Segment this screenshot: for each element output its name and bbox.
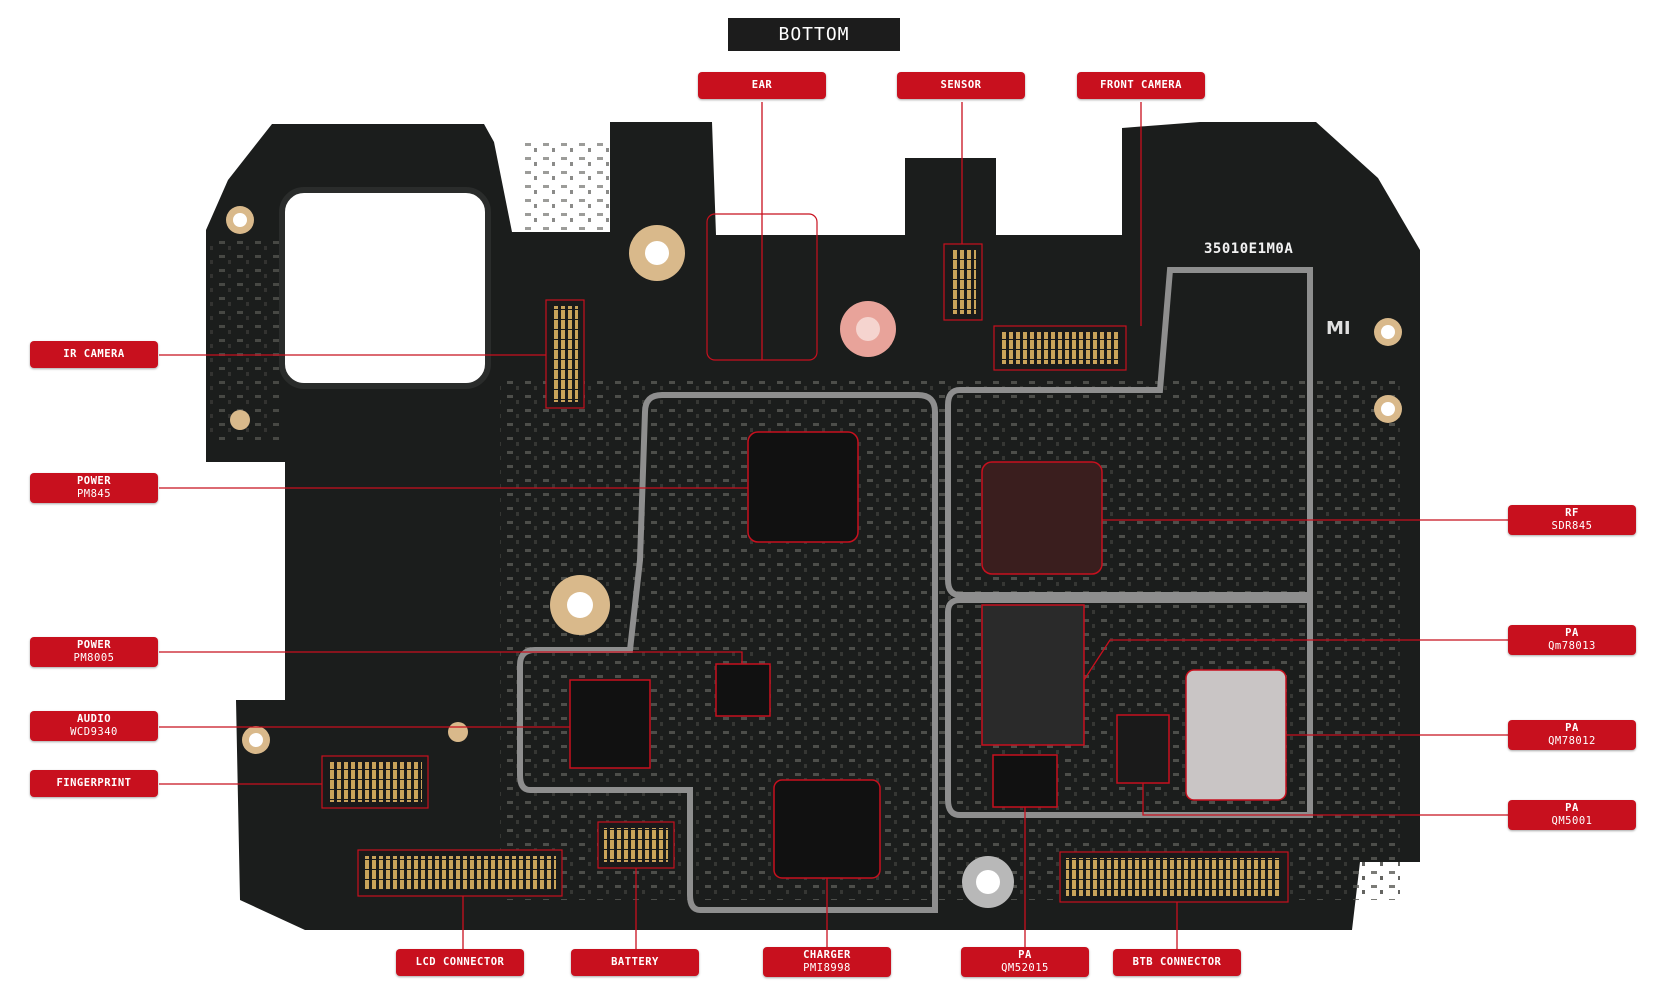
label-front-camera: FRONT CAMERA [1077,72,1205,99]
label-name: PA [1565,627,1579,639]
label-name: PA [1565,802,1579,814]
label-name: LCD CONNECTOR [415,956,505,968]
label-name: POWER [76,475,112,487]
label-name: IR CAMERA [63,348,125,360]
camera-cutout [282,190,488,386]
ic-wcd9340 [569,679,651,769]
label-pa-qm5001: PA QM5001 [1508,800,1636,830]
label-lcd-connector: LCD CONNECTOR [396,949,524,976]
shield-frame-rf [945,267,1313,598]
label-pa-qm78012: PA QM78012 [1508,720,1636,750]
label-name: SENSOR [940,79,982,91]
label-name: PA [1018,949,1032,961]
ic-pmi8998 [773,779,881,879]
label-power-pm8005: POWER PM8005 [30,637,158,667]
ic-qm78012 [1185,669,1287,801]
ic-qm52015 [992,754,1058,808]
label-part: SDR845 [1551,520,1593,532]
label-ir-camera: IR CAMERA [30,341,158,368]
label-name: BATTERY [611,956,659,968]
label-part: QM5001 [1551,815,1593,827]
label-name: FRONT CAMERA [1100,79,1182,91]
view-title: BOTTOM [728,18,900,51]
label-name: AUDIO [76,713,112,725]
label-name: CHARGER [803,949,851,961]
label-part: Qm78013 [1548,640,1596,652]
label-name: RF [1565,507,1579,519]
label-power-pm845: POWER PM845 [30,473,158,503]
ic-sdr845 [981,461,1103,575]
ic-qm5001 [1116,714,1170,784]
label-part: PMI8998 [803,962,851,974]
label-pa-qm52015: PA QM52015 [961,947,1089,977]
label-audio: AUDIO WCD9340 [30,711,158,741]
label-ear: EAR [698,72,826,99]
ic-pm8005 [715,663,771,717]
ic-qm78013-area [981,604,1085,746]
label-part: WCD9340 [70,726,118,738]
label-name: FINGERPRINT [56,777,132,789]
label-name: POWER [76,639,112,651]
leader-lines [159,102,1508,949]
brand-logo: MI [1326,318,1351,339]
shield-frame-left [517,392,938,913]
label-name: EAR [751,79,773,91]
label-sensor: SENSOR [897,72,1025,99]
label-fingerprint: FINGERPRINT [30,770,158,797]
board-marking: 35010E1M0A [1204,241,1294,257]
label-part: QM52015 [1001,962,1049,974]
label-name: PA [1565,722,1579,734]
label-name: BTB CONNECTOR [1132,956,1222,968]
shield-frame-pa [945,597,1313,818]
label-battery: BATTERY [571,949,699,976]
label-rf: RF SDR845 [1508,505,1636,535]
label-pa-qm78013: PA Qm78013 [1508,625,1636,655]
label-part: PM8005 [73,652,115,664]
label-btb-connector: BTB CONNECTOR [1113,949,1241,976]
label-charger: CHARGER PMI8998 [763,947,891,977]
label-part: PM845 [76,488,112,500]
label-part: QM78012 [1548,735,1596,747]
ic-pm845 [747,431,859,543]
